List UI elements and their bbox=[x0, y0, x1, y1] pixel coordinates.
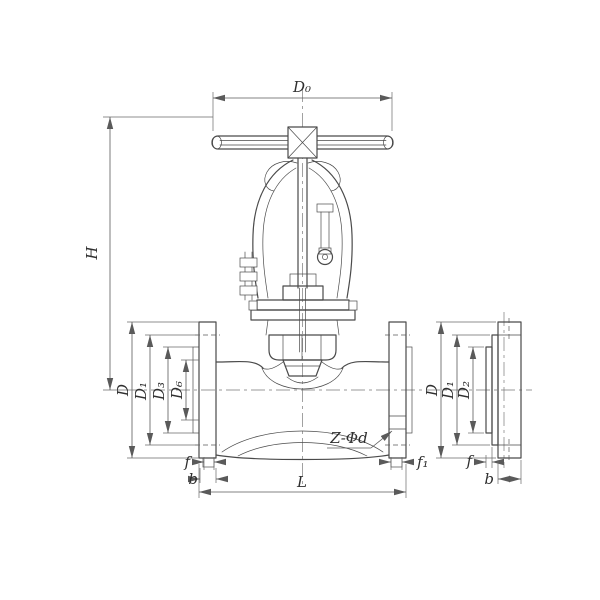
yoke-curl-left bbox=[264, 161, 298, 192]
valve-disc bbox=[261, 359, 344, 384]
right-flange bbox=[385, 321, 413, 468]
dim-h: H bbox=[83, 116, 213, 391]
dim-side-b: b bbox=[484, 460, 522, 488]
side-view-flange bbox=[485, 318, 522, 462]
right-flange-foot bbox=[390, 457, 403, 468]
dim-d6: D₆ bbox=[168, 359, 199, 421]
left-raised-face bbox=[192, 346, 200, 434]
gland-bolt bbox=[239, 251, 258, 301]
label-side-b: b bbox=[484, 470, 494, 488]
callout-z-phi-d: Z-Φd bbox=[327, 429, 393, 449]
dim-side-d2: D₂ bbox=[455, 346, 484, 434]
label-side-d1: D₁ bbox=[439, 381, 457, 400]
dim-b-left: b bbox=[188, 468, 228, 488]
label-side-d2: D₂ bbox=[455, 381, 473, 400]
dim-d: D bbox=[114, 321, 199, 459]
dim-f1: f₁ bbox=[379, 453, 429, 471]
seat-bowl bbox=[286, 376, 319, 384]
label-d3: D₃ bbox=[150, 382, 168, 401]
dim-side-d1: D₁ bbox=[439, 334, 490, 446]
label-d: D bbox=[114, 384, 132, 397]
bonnet bbox=[248, 299, 358, 336]
label-d0: D₀ bbox=[292, 78, 311, 96]
label-l: L bbox=[296, 473, 307, 491]
label-z-phi-d: Z-Φd bbox=[329, 429, 367, 447]
label-h: H bbox=[83, 246, 101, 261]
union-nut bbox=[268, 334, 337, 361]
handwheel bbox=[211, 126, 394, 159]
packing-gland bbox=[282, 273, 324, 301]
label-f: f bbox=[183, 453, 192, 471]
dim-side-d: D bbox=[423, 321, 496, 459]
dim-f-left: f bbox=[183, 453, 226, 471]
label-d1: D₁ bbox=[132, 382, 150, 401]
stem bbox=[297, 157, 308, 353]
center-lines bbox=[126, 88, 532, 484]
dim-d1: D₁ bbox=[132, 334, 199, 446]
side-raised-face bbox=[485, 346, 493, 434]
label-side-d: D bbox=[423, 384, 441, 397]
label-b: b bbox=[188, 470, 198, 488]
dim-d0: D₀ bbox=[212, 78, 393, 131]
label-f1: f₁ bbox=[416, 453, 429, 471]
stem-indicator bbox=[316, 203, 334, 266]
yoke bbox=[252, 159, 353, 299]
right-raised-face bbox=[405, 346, 413, 434]
label-side-f: f bbox=[465, 452, 474, 470]
left-flange-foot bbox=[202, 457, 215, 468]
yoke-curl-right bbox=[307, 161, 341, 192]
label-d6: D₆ bbox=[168, 381, 186, 400]
valve-body bbox=[215, 360, 390, 461]
dim-d3: D₃ bbox=[150, 346, 193, 434]
